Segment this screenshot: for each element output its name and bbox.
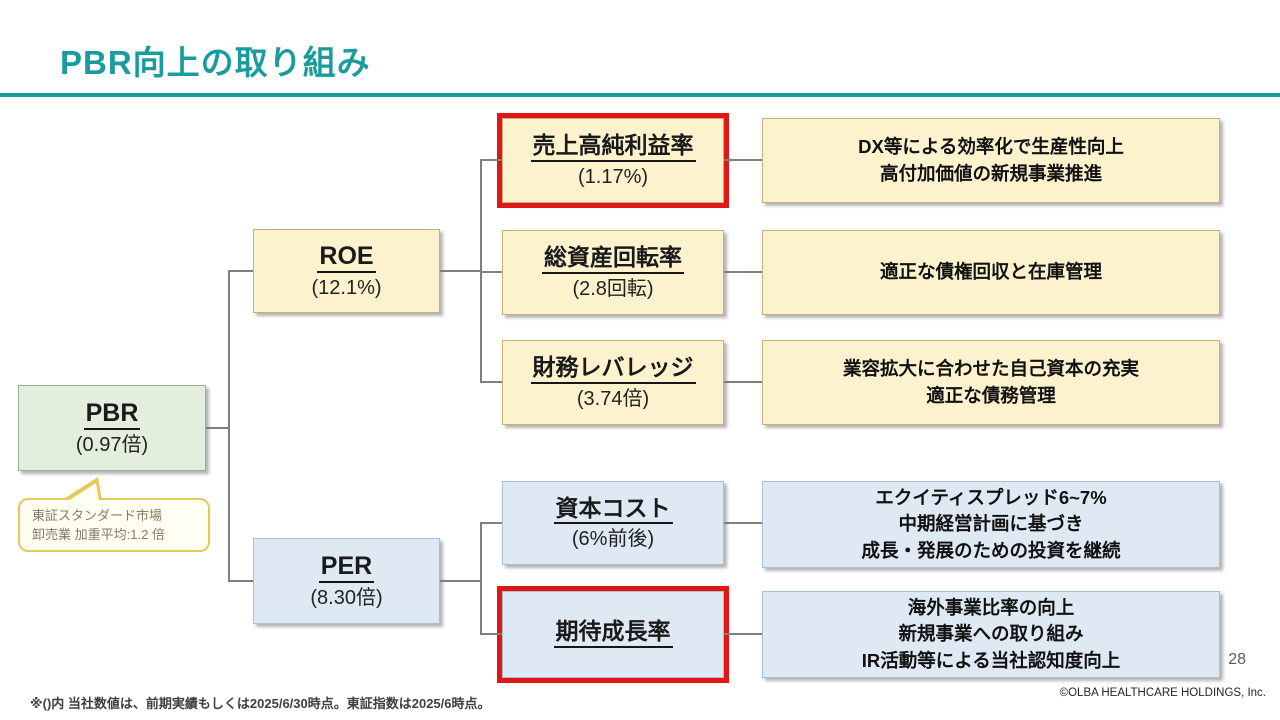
connector-bracket-pbr [228,270,230,582]
connector-to-leverage [480,381,502,383]
connector-capital-to-action [724,522,762,524]
node-asset-turnover-value: (2.8回転) [572,277,654,300]
node-pbr: PBR (0.97倍) [18,385,206,471]
connector-per-out [440,580,480,582]
action-productivity-line-2: 高付加価値の新規事業推進 [879,162,1102,184]
node-net-profit-margin-value: (1.17%) [577,165,649,188]
action-receivables-inventory: 適正な債権回収と在庫管理 [762,230,1220,315]
node-per: PER (8.30倍) [253,538,440,624]
action-productivity: DX等による効率化で生産性向上 高付加価値の新規事業推進 [762,118,1220,203]
action-growth-ir-line-3: IR活動等による当社認知度向上 [861,649,1121,671]
action-equity-spread-line-3: 成長・発展のための投資を継続 [861,539,1121,561]
callout-line-2: 卸売業 加重平均:1.2 倍 [32,527,165,542]
node-roe-value: (12.1%) [311,277,382,300]
node-pbr-value: (0.97倍) [75,434,149,457]
node-net-profit-margin: 売上高純利益率 (1.17%) [497,113,729,208]
connector-growth-to-action [724,633,762,635]
action-growth-ir: 海外事業比率の向上 新規事業への取り組み IR活動等による当社認知度向上 [762,591,1220,678]
connector-to-roe [228,270,253,272]
callout-line-1: 東証スタンダード市場 [32,507,163,523]
node-per-label: PER [318,552,375,584]
node-per-value: (8.30倍) [310,587,383,610]
node-asset-turnover: 総資産回転率 (2.8回転) [502,230,724,315]
node-financial-leverage: 財務レバレッジ (3.74倍) [502,340,724,425]
connector-turnover-to-action [724,271,762,273]
node-cost-of-capital: 資本コスト (6%前後) [502,481,724,565]
footnote: ※()内 当社数値は、前期実績もしくは2025/6/30時点。東証指数は2025… [30,696,491,711]
connector-margin-to-action [724,159,762,161]
node-pbr-label: PBR [83,399,141,431]
pbr-benchmark-callout: 東証スタンダード市場 卸売業 加重平均:1.2 倍 [18,477,210,552]
node-cost-of-capital-label: 資本コスト [553,495,673,525]
node-expected-growth-label: 期待成長率 [553,618,673,648]
action-equity-debt-line-2: 適正な債務管理 [926,384,1056,406]
action-equity-spread-line-2: 中期経営計画に基づき [898,513,1084,535]
action-equity-debt-management: 業容拡大に合わせた自己資本の充実 適正な債務管理 [762,340,1220,425]
node-financial-leverage-label: 財務レバレッジ [530,354,696,384]
connector-roe-out [440,270,480,272]
node-financial-leverage-value: (3.74倍) [576,387,650,410]
page-number: 28 [1228,651,1246,668]
action-growth-ir-line-2: 新規事業への取り組み [898,623,1084,645]
connector-to-margin [480,159,502,161]
connector-to-per [228,580,253,582]
action-productivity-line-1: DX等による効率化で生産性向上 [858,136,1124,158]
node-cost-of-capital-value: (6%前後) [571,528,655,551]
node-expected-growth: 期待成長率 [497,586,729,683]
connector-to-turnover [480,271,502,273]
callout-pointer-fill [68,483,99,501]
action-equity-debt-line-1: 業容拡大に合わせた自己資本の充実 [842,358,1139,380]
connector-bracket-per [480,522,482,634]
connector-to-cost-of-capital [480,522,502,524]
node-asset-turnover-label: 総資産回転率 [542,244,684,274]
action-equity-spread-line-1: エクイティスプレッド6~7% [875,487,1107,509]
connector-pbr-out [206,427,230,429]
connector-leverage-to-action [724,381,762,383]
action-equity-spread: エクイティスプレッド6~7% 中期経営計画に基づき 成長・発展のための投資を継続 [762,481,1220,568]
connector-to-growth [480,633,502,635]
node-net-profit-margin-label: 売上高純利益率 [530,132,696,162]
copyright: ©OLBA HEALTHCARE HOLDINGS, Inc. [1059,687,1266,699]
action-receivables-inventory-line-1: 適正な債権回収と在庫管理 [879,261,1102,283]
node-roe: ROE (12.1%) [253,229,440,313]
action-growth-ir-line-1: 海外事業比率の向上 [907,597,1075,619]
page-title: PBR向上の取り組み [60,44,371,81]
title-divider [0,93,1280,97]
node-roe-label: ROE [317,242,376,274]
